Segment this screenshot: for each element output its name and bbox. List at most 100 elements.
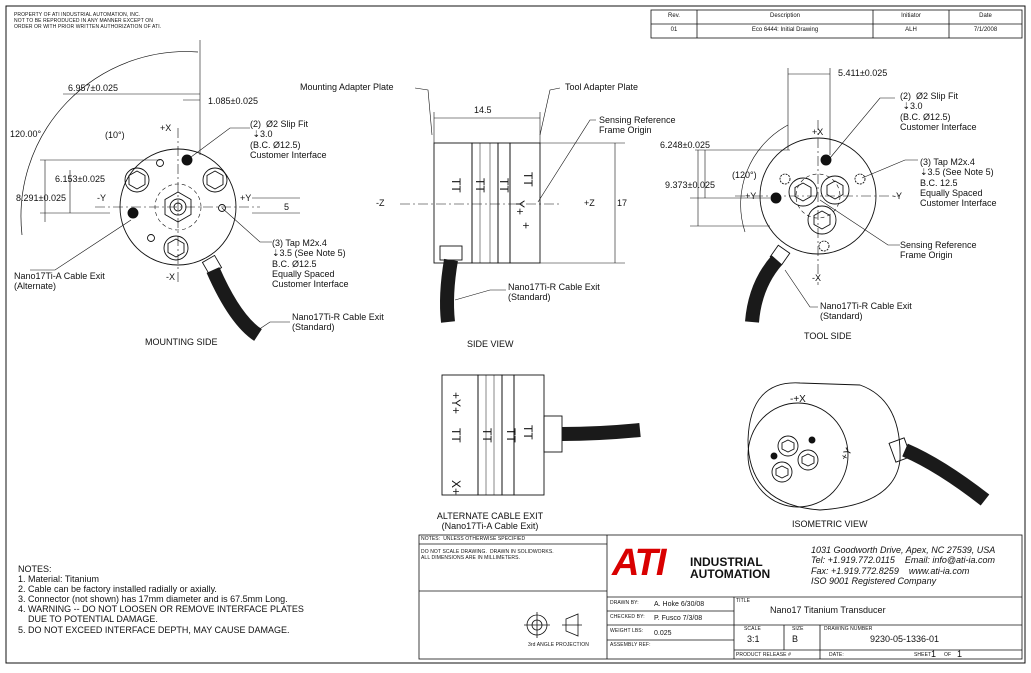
side-view-drawing — [400, 87, 625, 323]
title-label: TITLE — [736, 598, 751, 604]
tool-axis-px: +X — [812, 127, 824, 137]
ati-logo: ATI — [612, 542, 666, 584]
side-view-axis-marks: TT TT TT TT Y+ + — [449, 172, 535, 229]
svg-text:+: + — [519, 222, 533, 229]
svg-text:+Y+: +Y+ — [449, 392, 463, 414]
tool-axis-py: +Y — [745, 191, 757, 201]
tool-dim-top: 5.411±0.025 — [838, 68, 888, 78]
copyright-notice: PROPERTY OF ATI INDUSTRIAL AUTOMATION, I… — [14, 12, 162, 30]
alternate-view-drawing — [441, 374, 641, 496]
rev-value: 01 — [670, 27, 678, 33]
unless-specified: NOTES: UNLESS OTHERWISE SPECIFIED — [421, 536, 526, 542]
drawing-number-label: DRAWING NUMBER — [824, 626, 873, 632]
description-header: Description — [769, 13, 800, 19]
tool-axis-ny: -Y — [893, 191, 902, 201]
mounting-dim-y2: 8.291±0.025 — [16, 193, 66, 203]
mounting-cable-std: Nano17Ti-R Cable Exit (Standard) — [292, 312, 384, 333]
tool-dim-a: 6.248±0.025 — [660, 140, 710, 150]
svg-text:TT: TT — [473, 178, 487, 193]
mounting-angle-small: (10°) — [105, 130, 125, 140]
note-4: 4. WARNING -- DO NOT LOOSEN OR REMOVE IN… — [18, 604, 304, 625]
tool-side-title: TOOL SIDE — [804, 331, 852, 341]
mounting-axis-ny: -Y — [97, 193, 106, 203]
tool-axis-nx: -X — [812, 273, 821, 283]
svg-text:+Y: +Y — [839, 446, 855, 463]
drawn-by-label: DRAWN BY: — [610, 600, 639, 606]
mounting-dim-outer: 6.957±0.025 — [68, 83, 118, 93]
side-axis-nz: -Z — [376, 198, 385, 208]
mounting-axis-px: +X — [160, 123, 172, 133]
initiator-header: Initiator — [901, 13, 921, 19]
note-2: 2. Cable can be factory installed radial… — [18, 584, 217, 594]
svg-text:TT: TT — [521, 172, 535, 187]
svg-text:TT: TT — [504, 428, 518, 443]
title-block-lines — [418, 534, 1023, 660]
tool-slip-fit: (2) Ø2 Slip Fit ⇣3.0 (B.C. Ø12.5) Custom… — [900, 91, 977, 133]
side-dim-height: 17 — [617, 198, 628, 208]
isometric-view-drawing — [747, 382, 990, 511]
mounting-angle-big: 120.00° — [10, 129, 42, 139]
date-value: 7/1/2008 — [973, 27, 998, 33]
rev-header: Rev. — [668, 13, 680, 19]
side-dim-width: 14.5 — [474, 105, 492, 115]
tool-sensing: Sensing Reference Frame Origin — [900, 240, 977, 261]
tool-tap: (3) Tap M2x.4 ⇣3.5 (See Note 5) B.C. 12.… — [920, 157, 997, 209]
mounting-slip-fit: (2) Ø2 Slip Fit ⇣3.0 (B.C. Ø12.5) Custom… — [250, 119, 327, 161]
of-label: OF — [944, 652, 952, 658]
svg-text:Y+: Y+ — [513, 200, 527, 215]
scale-value: 3:1 — [747, 634, 760, 644]
svg-text:TT: TT — [449, 178, 463, 193]
tool-dim-b: 9.373±0.025 — [665, 180, 715, 190]
svg-text:TT: TT — [480, 428, 494, 443]
size-value: B — [792, 634, 799, 644]
of-value: 1 — [957, 649, 963, 659]
side-cable-std: Nano17Ti-R Cable Exit (Standard) — [508, 282, 600, 303]
product-release-label: PRODUCT RELEASE # — [736, 652, 791, 658]
projection-symbol — [524, 612, 582, 638]
isometric-axis-marks: +Y -+X — [790, 394, 855, 463]
date-label: DATE: — [829, 652, 844, 658]
sheet-label: SHEET — [914, 652, 932, 658]
svg-text:-+X: -+X — [790, 394, 806, 405]
svg-text:TT: TT — [521, 425, 535, 440]
svg-text:TT: TT — [449, 428, 463, 443]
mounting-axis-nx: -X — [166, 272, 175, 282]
note-3: 3. Connector (not shown) has 17mm diamet… — [18, 594, 288, 604]
mounting-tap: (3) Tap M2x.4 ⇣3.5 (See Note 5) B.C. Ø12… — [272, 238, 349, 290]
drawing-title: Nano17 Titanium Transducer — [770, 605, 886, 615]
mounting-side-drawing — [20, 40, 300, 341]
scale-label: SCALE — [744, 626, 761, 632]
drawn-by-value: A. Hoke 6/30/08 — [654, 601, 705, 608]
checked-by-value: P. Fusco 7/3/08 — [654, 615, 703, 622]
no-scale-note: DO NOT SCALE DRAWING. DRAWN IN SOLIDWORK… — [421, 549, 554, 561]
company-address: 1031 Goodworth Drive, Apex, NC 27539, US… — [811, 545, 996, 587]
alternate-view-title: ALTERNATE CABLE EXIT (Nano17Ti-A Cable E… — [436, 511, 544, 532]
mounting-side-title: MOUNTING SIDE — [145, 337, 218, 347]
checked-by-label: CHECKED BY: — [610, 614, 645, 620]
projection-label: 3rd ANGLE PROJECTION — [528, 642, 589, 648]
svg-text:TT: TT — [497, 178, 511, 193]
ati-logo-subtitle: INDUSTRIAL AUTOMATION — [690, 555, 771, 581]
drawing-number-value: 9230-05-1336-01 — [870, 634, 940, 644]
svg-text:X+: X+ — [449, 480, 463, 495]
tool-angle: (120°) — [732, 170, 757, 180]
weight-label: WEIGHT LBS: — [610, 628, 644, 634]
weight-value: 0.025 — [654, 630, 672, 637]
side-axis-pz: +Z — [584, 198, 595, 208]
side-mounting-plate: Mounting Adapter Plate — [300, 82, 394, 92]
sheet-value: 1 — [931, 649, 937, 659]
date-header: Date — [979, 13, 992, 19]
tool-cable-std: Nano17Ti-R Cable Exit (Standard) — [820, 301, 912, 322]
sheet-border — [5, 5, 1026, 664]
side-view-title: SIDE VIEW — [467, 339, 514, 349]
mounting-dim-small: 1.085±0.025 — [208, 96, 258, 106]
assembly-label: ASSEMBLY REF: — [610, 642, 651, 648]
alternate-view-axis-marks: +Y+ TT TT TT TT X+ — [449, 392, 535, 495]
mounting-dim-y1: 6.153±0.025 — [55, 174, 105, 184]
initiator-value: ALH — [905, 27, 917, 33]
notes-heading: NOTES: — [18, 564, 52, 574]
note-5: 5. DO NOT EXCEED INTERFACE DEPTH, MAY CA… — [18, 625, 290, 635]
isometric-view-title: ISOMETRIC VIEW — [792, 519, 868, 529]
mounting-cable-alt: Nano17Ti-A Cable Exit (Alternate) — [14, 271, 105, 292]
